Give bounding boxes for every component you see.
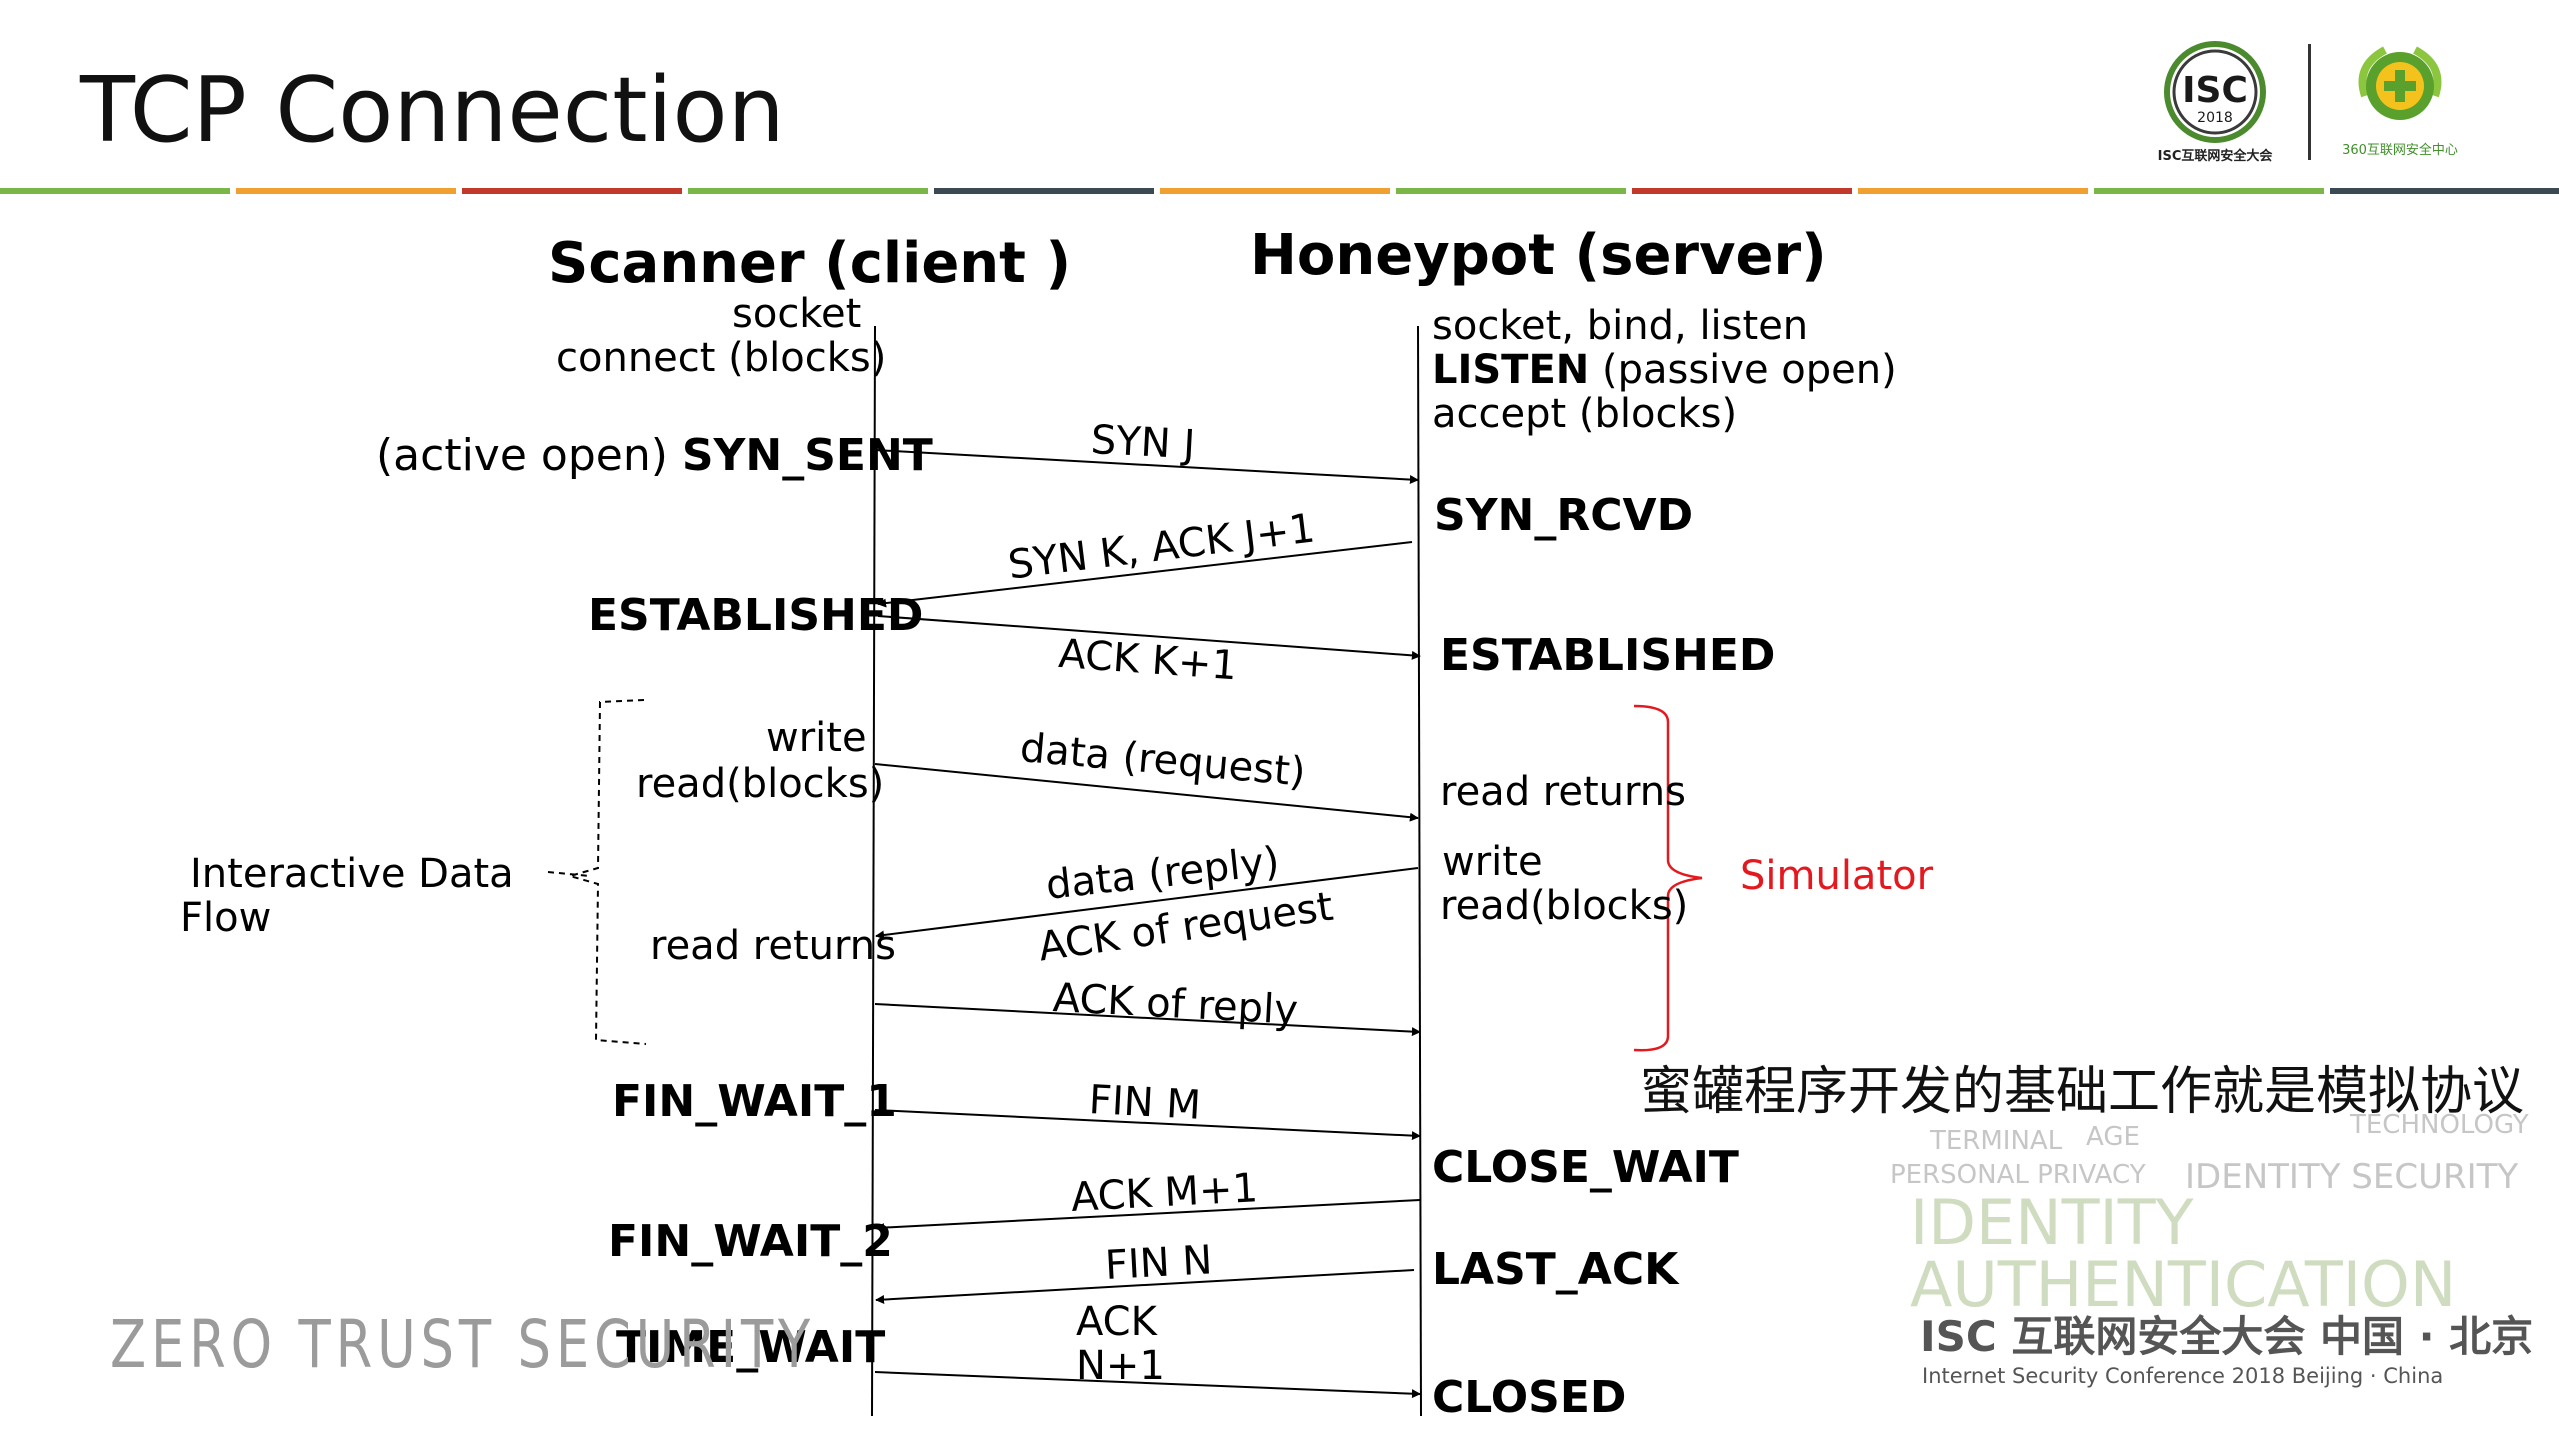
server-read-returns: read returns (1440, 769, 1686, 815)
msg-fin-n: FIN N (1103, 1237, 1214, 1289)
client-state-time-wait: TIME_WAIT (616, 1322, 886, 1373)
client-read-returns: read returns (650, 923, 896, 969)
server-write: write (1442, 839, 1543, 885)
watermark-authentication: AUTHENTICATION (1910, 1248, 2457, 1321)
watermark-technology: TECHNOLOGY (2350, 1110, 2529, 1140)
msg-ack-of-reply: ACK of reply (1051, 975, 1299, 1034)
server-state-listen: LISTEN (1432, 347, 1590, 393)
interactive-brace-tick (547, 871, 591, 877)
client-header: Scanner (client ) (548, 231, 1072, 296)
isc-footer-sub: Internet Security Conference 2018 Beijin… (1922, 1364, 2444, 1388)
msg-fin-m: FIN M (1087, 1077, 1202, 1129)
arrow-ack-n (874, 1371, 1421, 1399)
watermark-personal-privacy: PERSONAL PRIVACY (1890, 1160, 2146, 1190)
chinese-note: 蜜罐程序开发的基础工作就是模拟协议 (1640, 1062, 2525, 1122)
client-connect: connect (blocks) (556, 335, 887, 381)
isc-footer-line: ISC 互联网安全大会 中国 · 北京 (1920, 1312, 2534, 1361)
client-state-established: ESTABLISHED (588, 590, 924, 641)
server-passive-open: (passive open) (1589, 347, 1897, 393)
logo-divider (2308, 44, 2311, 160)
client-active-open: (active open) (376, 430, 682, 481)
msg-ack-n-line2: N+1 (1076, 1343, 1165, 1389)
server-read-blocks: read(blocks) (1440, 883, 1689, 929)
arrow-syn-j (874, 449, 1419, 485)
client-state-syn-sent: SYN_SENT (681, 430, 933, 481)
client-state-fin-wait-1: FIN_WAIT_1 (612, 1076, 897, 1127)
isc-logo-text: ISC (2182, 70, 2248, 111)
server-state-closed: CLOSED (1432, 1372, 1627, 1423)
client-lifeline (871, 325, 876, 1417)
client-read-blocks: read(blocks) (636, 761, 885, 807)
client-state-fin-wait-2: FIN_WAIT_2 (608, 1216, 893, 1267)
isc-logo-caption: ISC互联网安全大会 (2158, 148, 2274, 164)
zero-trust-footer: ZERO TRUST SECURITY (110, 1306, 816, 1383)
interactive-data-flow-line2: Flow (180, 895, 272, 941)
server-state-syn-rcvd: SYN_RCVD (1434, 490, 1694, 541)
arrow-fin-m (874, 1109, 1421, 1141)
arrow-syn-k-ack (877, 541, 1413, 608)
client-syn-sent-row: (active open) SYN_SENT (376, 434, 933, 478)
msg-ack-n-line1: ACK (1076, 1299, 1157, 1345)
arrow-data-request (874, 763, 1419, 822)
server-header: Honeypot (server) (1250, 223, 1827, 288)
arrow-ack-m (875, 1199, 1421, 1233)
server-accept: accept (blocks) (1432, 391, 1738, 437)
msg-ack-m: ACK M+1 (1069, 1165, 1260, 1221)
isc-logo-year: 2018 (2197, 110, 2233, 126)
msg-ack-k: ACK K+1 (1057, 631, 1239, 690)
client-write: write (766, 715, 867, 761)
360-logo-caption: 360互联网安全中心 (2342, 142, 2458, 158)
slide-title: TCP Connection (80, 58, 785, 163)
arrow-ack-of-reply (874, 1003, 1421, 1037)
360-logo: 360互联网安全中心 (2342, 46, 2458, 158)
simulator-label: Simulator (1740, 853, 1934, 899)
client-socket: socket (732, 291, 862, 337)
msg-syn-j: SYN J (1089, 417, 1197, 469)
server-listen-row: LISTEN (passive open) (1432, 350, 1897, 390)
server-state-close-wait: CLOSE_WAIT (1432, 1142, 1739, 1193)
arrow-fin-n (875, 1269, 1415, 1305)
arrow-data-reply (875, 867, 1419, 940)
watermark-age: AGE (2086, 1122, 2140, 1152)
server-state-last-ack: LAST_ACK (1432, 1244, 1679, 1295)
watermark-identity-security: IDENTITY SECURITY (2185, 1157, 2519, 1197)
server-socket-bind-listen: socket, bind, listen (1432, 303, 1809, 349)
simulator-brace (1633, 704, 1703, 1052)
title-stripe (0, 188, 2559, 194)
arrow-ack-k (877, 615, 1421, 660)
isc-logo: ISC 2018 ISC互联网安全大会 (2158, 41, 2274, 164)
interactive-brace (566, 699, 647, 1045)
watermark-terminal: TERMINAL (1930, 1126, 2063, 1156)
interactive-data-flow-line1: Interactive Data (190, 851, 514, 897)
server-state-established: ESTABLISHED (1440, 630, 1776, 681)
server-lifeline (1417, 325, 1422, 1417)
watermark-identity: IDENTITY (1910, 1186, 2194, 1259)
